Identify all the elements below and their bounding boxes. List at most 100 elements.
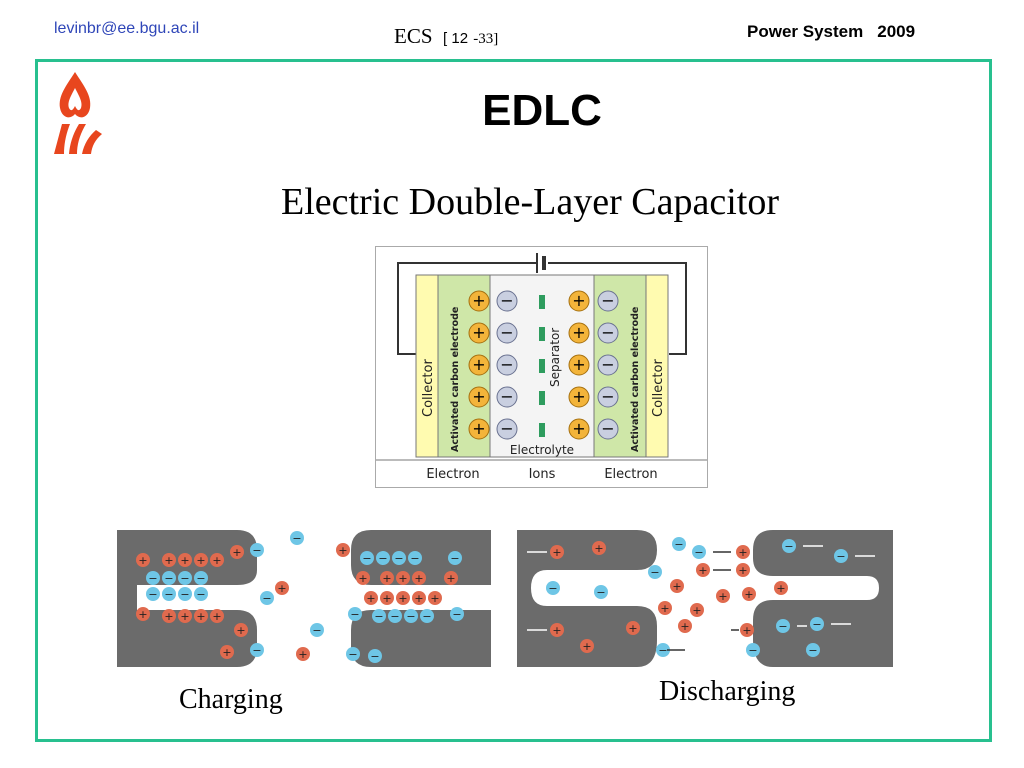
svg-text:+: +	[382, 592, 391, 605]
svg-text:+: +	[628, 622, 637, 635]
edlc-structure-diagram: + + + + + − − − − − + + + + + − − − − − …	[375, 246, 708, 488]
svg-text:−: −	[350, 608, 359, 621]
svg-text:+: +	[298, 648, 307, 661]
left-anion-layer: − − − − −	[496, 290, 518, 440]
svg-text:−: −	[374, 610, 383, 623]
svg-text:+: +	[138, 554, 147, 567]
svg-text:−: −	[262, 592, 271, 605]
svg-text:−: −	[596, 586, 605, 599]
svg-text:−: −	[812, 618, 821, 631]
svg-text:−: −	[422, 610, 431, 623]
svg-text:+: +	[472, 387, 485, 406]
svg-text:−: −	[164, 572, 173, 585]
svg-text:−: −	[362, 552, 371, 565]
svg-text:−: −	[180, 572, 189, 585]
svg-text:+: +	[698, 564, 707, 577]
svg-text:−: −	[312, 624, 321, 637]
svg-text:+: +	[277, 582, 286, 595]
svg-text:+: +	[572, 419, 585, 438]
svg-text:+: +	[660, 602, 669, 615]
svg-text:−: −	[601, 419, 614, 438]
svg-text:−: −	[650, 566, 659, 579]
svg-text:+: +	[180, 610, 189, 623]
electrode-left-label: Activated carbon electrode	[450, 307, 461, 452]
slide-title: EDLC	[482, 86, 602, 135]
page-number: [ 12	[443, 30, 469, 47]
svg-text:+: +	[472, 419, 485, 438]
svg-text:−: −	[836, 550, 845, 563]
svg-text:−: −	[500, 355, 513, 374]
svg-text:+: +	[692, 604, 701, 617]
slide-subtitle: Electric Double-Layer Capacitor	[281, 181, 779, 223]
svg-text:+: +	[414, 592, 423, 605]
svg-text:+: +	[718, 590, 727, 603]
svg-text:+: +	[572, 355, 585, 374]
right-cation-layer: + + + + +	[568, 290, 590, 440]
svg-text:−: −	[500, 387, 513, 406]
svg-text:−: −	[601, 355, 614, 374]
svg-text:−: −	[778, 620, 787, 633]
svg-text:−: −	[808, 644, 817, 657]
svg-text:−: −	[784, 540, 793, 553]
svg-text:+: +	[236, 624, 245, 637]
course-title: Power System	[747, 22, 864, 41]
svg-text:+: +	[738, 564, 747, 577]
svg-text:+: +	[180, 554, 189, 567]
discharging-illustration: + + − − + + + − − + − + + + + + + + − + …	[517, 530, 893, 667]
svg-text:+: +	[738, 546, 747, 559]
svg-text:+: +	[742, 624, 751, 637]
svg-text:−: −	[601, 323, 614, 342]
charging-caption: Charging	[179, 684, 283, 715]
svg-text:−: −	[252, 544, 261, 557]
svg-text:−: −	[500, 291, 513, 310]
svg-text:−: −	[164, 588, 173, 601]
svg-text:+: +	[552, 546, 561, 559]
svg-text:−: −	[406, 610, 415, 623]
svg-text:+: +	[366, 592, 375, 605]
svg-text:−: −	[548, 582, 557, 595]
electrode-right-label: Activated carbon electrode	[630, 307, 641, 452]
svg-text:−: −	[196, 588, 205, 601]
discharging-caption: Discharging	[659, 676, 796, 707]
svg-text:+: +	[164, 610, 173, 623]
charging-illustration: + + + + + + − − − − − − − − + + + + + + …	[117, 530, 491, 667]
svg-text:+: +	[212, 554, 221, 567]
svg-text:+: +	[472, 355, 485, 374]
svg-text:+: +	[744, 588, 753, 601]
svg-text:+: +	[572, 291, 585, 310]
collector-left-label: Collector	[421, 359, 436, 417]
svg-text:−: −	[452, 608, 461, 621]
separator-label: Separator	[548, 328, 562, 387]
electron-right-label: Electron	[604, 467, 657, 482]
slide-header: levinbr@ee.bgu.ac.il ECS [ 12 -33] Power…	[0, 0, 1024, 56]
svg-text:+: +	[572, 323, 585, 342]
svg-text:−: −	[292, 532, 301, 545]
svg-text:+: +	[196, 610, 205, 623]
svg-text:−: −	[390, 610, 399, 623]
svg-text:+: +	[594, 542, 603, 555]
svg-text:+: +	[382, 572, 391, 585]
svg-text:+: +	[680, 620, 689, 633]
course-page-label: ECS [ 12 -33]	[394, 24, 498, 49]
svg-text:−: −	[378, 552, 387, 565]
svg-text:+: +	[338, 544, 347, 557]
svg-text:+: +	[358, 572, 367, 585]
svg-text:−: −	[500, 323, 513, 342]
svg-text:−: −	[148, 588, 157, 601]
svg-text:+: +	[222, 646, 231, 659]
svg-text:−: −	[410, 552, 419, 565]
svg-text:+: +	[398, 572, 407, 585]
slide-frame	[35, 59, 992, 742]
author-email[interactable]: levinbr@ee.bgu.ac.il	[54, 20, 200, 37]
svg-text:−: −	[180, 588, 189, 601]
svg-text:+: +	[164, 554, 173, 567]
svg-text:+: +	[672, 580, 681, 593]
ions-label: Ions	[529, 467, 556, 482]
svg-text:+: +	[472, 323, 485, 342]
right-electrode-charges: − − − − −	[597, 290, 619, 440]
svg-text:+: +	[572, 387, 585, 406]
svg-text:−: −	[252, 644, 261, 657]
electron-left-label: Electron	[426, 467, 479, 482]
svg-text:−: −	[370, 650, 379, 663]
